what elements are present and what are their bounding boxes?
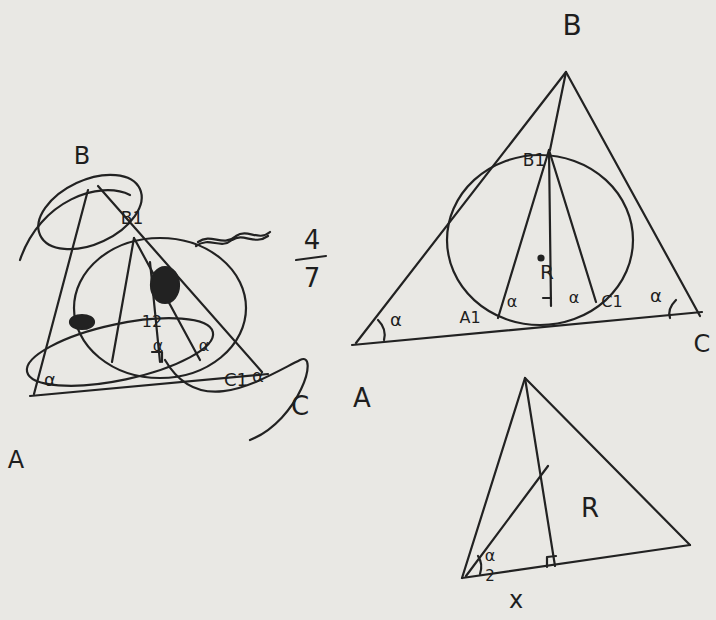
angle-label: α bbox=[485, 548, 496, 564]
angle-label: α bbox=[390, 311, 402, 329]
angle-label: α bbox=[252, 367, 264, 385]
point-label: A1 bbox=[459, 310, 480, 326]
point-label: B1 bbox=[121, 210, 143, 227]
angle-label: α bbox=[153, 338, 164, 354]
fraction-number: 4 bbox=[304, 227, 321, 253]
angle-label: α bbox=[650, 287, 662, 305]
right-triangle bbox=[352, 72, 702, 345]
point-label: C bbox=[291, 393, 309, 419]
fraction-number: 7 bbox=[304, 265, 321, 291]
point-label: A bbox=[8, 448, 24, 472]
angle-label: α bbox=[44, 371, 56, 389]
point-label: x bbox=[509, 588, 523, 612]
point-label: C1 bbox=[224, 371, 248, 389]
point-label: C bbox=[694, 332, 711, 356]
point-label: B1 bbox=[523, 152, 545, 169]
point-label: B bbox=[562, 12, 581, 40]
length-label: R bbox=[581, 495, 599, 521]
point-label: A bbox=[353, 385, 371, 411]
left-triangle bbox=[20, 160, 326, 440]
length-label: R bbox=[540, 262, 554, 282]
angle-label: α bbox=[507, 294, 518, 310]
angle-label: α bbox=[199, 338, 210, 354]
point-label: B bbox=[74, 144, 90, 168]
angle-label: 2 bbox=[485, 569, 495, 584]
length-label: 12 bbox=[142, 314, 162, 330]
small-triangle bbox=[462, 378, 690, 578]
angle-label: α bbox=[569, 290, 580, 306]
point-label: C1 bbox=[601, 294, 622, 310]
